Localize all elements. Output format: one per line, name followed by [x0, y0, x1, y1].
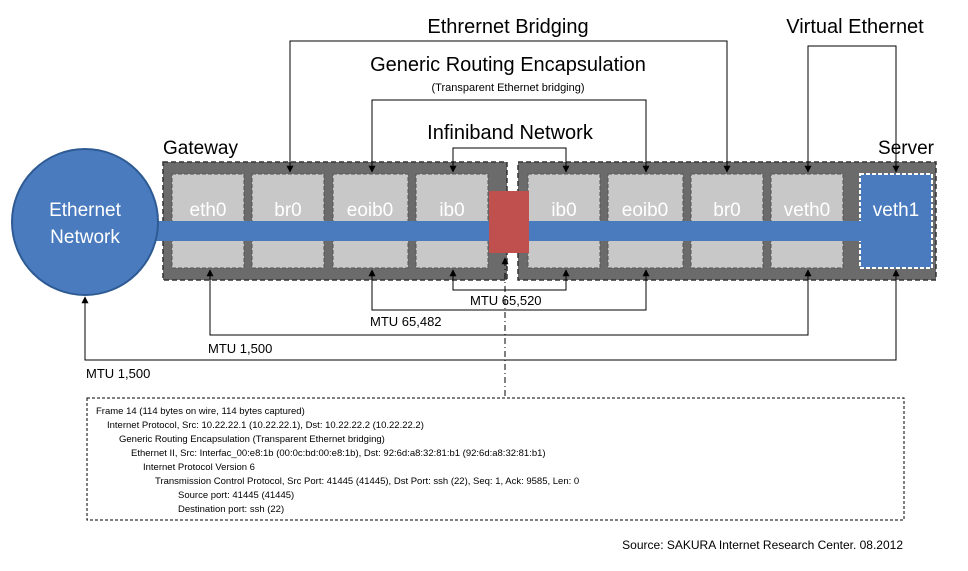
infiniband-bracket: [449, 147, 570, 173]
virtual-bracket: [804, 45, 900, 173]
gre-bracket: [368, 99, 650, 173]
packet-line-0: Frame 14 (114 bytes on wire, 114 bytes c…: [96, 406, 305, 417]
bottom-connectors: [81, 257, 900, 396]
label-veth1: veth1: [873, 200, 919, 221]
infiniband-title: Infiniband Network: [427, 122, 594, 144]
mtu-ib-label: MTU 65,520: [470, 293, 542, 308]
packet-line-6: Source port: 41445 (41445): [178, 490, 294, 501]
gw-label-ib0: ib0: [439, 200, 464, 221]
packet-line-3: Ethernet II, Src: Interfac_00:e8:1b (00:…: [131, 448, 546, 459]
gre-subtitle: (Transparent Ethernet bridging): [431, 82, 584, 94]
virtual-title: Virtual Ethernet: [786, 16, 924, 38]
gw-label-eoib0: eoib0: [347, 200, 394, 221]
server-label: Server: [878, 138, 935, 159]
ethernet-network-label-2: Network: [50, 227, 120, 248]
gateway-label: Gateway: [163, 138, 238, 159]
infiniband-link: [489, 191, 529, 253]
gw-label-eth0: eth0: [190, 200, 227, 221]
veth1-box: [859, 173, 933, 269]
packet-lines: Frame 14 (114 bytes on wire, 114 bytes c…: [96, 406, 579, 515]
packet-capture-box: [86, 397, 905, 521]
sv-label-eoib0: eoib0: [622, 200, 669, 221]
bridging-title: Ethrernet Bridging: [427, 16, 588, 38]
network-pipe: [100, 221, 870, 241]
gre-title: Generic Routing Encapsulation: [370, 54, 646, 76]
sv-label-br0: br0: [713, 200, 740, 221]
packet-line-4: Internet Protocol Version 6: [143, 462, 255, 473]
mtu-outer-label: MTU 1,500: [86, 366, 150, 381]
packet-line-2: Generic Routing Encapsulation (Transpare…: [119, 434, 385, 445]
packet-line-1: Internet Protocol, Src: 10.22.22.1 (10.2…: [107, 420, 424, 431]
sv-label-veth0: veth0: [784, 200, 830, 221]
mtu-eoib-label: MTU 65,482: [370, 314, 442, 329]
gw-label-br0: br0: [274, 200, 301, 221]
source-credit: Source: SAKURA Internet Research Center.…: [622, 538, 903, 552]
sv-label-ib0: ib0: [551, 200, 576, 221]
packet-line-7: Destination port: ssh (22): [178, 504, 284, 515]
mtu-outer-bracket: [81, 269, 900, 361]
top-connectors: [286, 40, 900, 173]
bridging-bracket: [286, 40, 731, 173]
ethernet-network-label-1: Ethernet: [49, 200, 122, 221]
ethernet-network-cloud: [11, 148, 159, 296]
packet-line-5: Transmission Control Protocol, Src Port:…: [155, 476, 579, 487]
mtu-eth-label: MTU 1,500: [208, 341, 272, 356]
